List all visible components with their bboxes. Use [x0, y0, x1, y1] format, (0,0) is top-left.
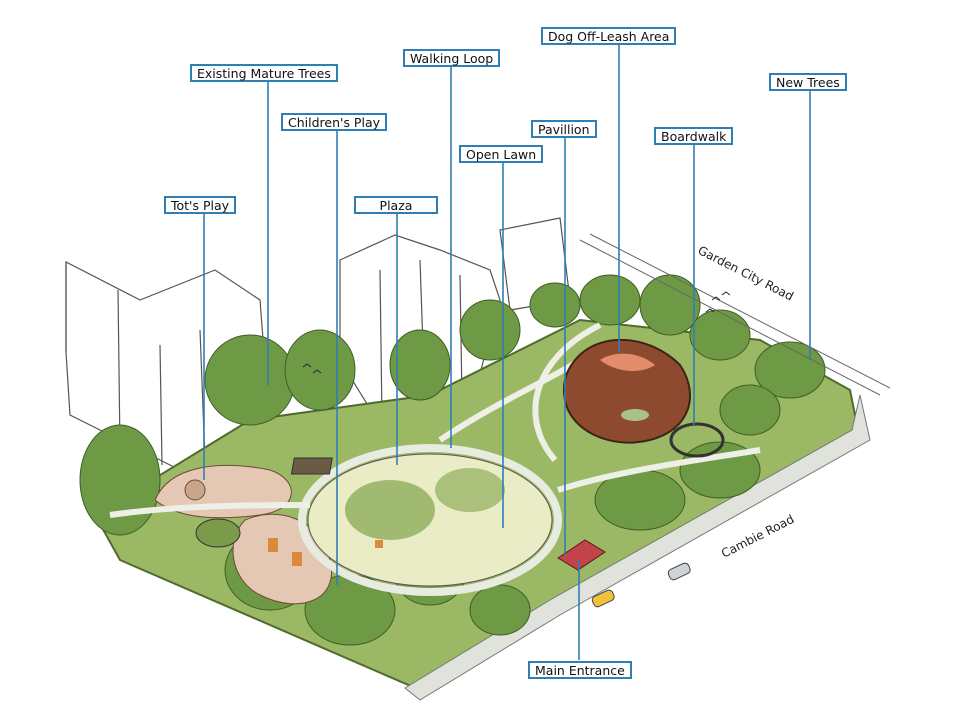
- callout-tots-play: Tot's Play: [164, 196, 236, 214]
- callout-new-trees: New Trees: [769, 73, 847, 91]
- callout-walking-loop: Walking Loop: [403, 49, 500, 67]
- plaza-structure: [291, 458, 332, 474]
- callout-childrens-play: Children's Play: [281, 113, 387, 131]
- callout-main-entrance: Main Entrance: [528, 661, 632, 679]
- callout-plaza: Plaza: [354, 196, 438, 214]
- car-grey: [667, 562, 692, 581]
- callout-existing-mature-trees: Existing Mature Trees: [190, 64, 338, 82]
- garden-city-road-label: Garden City Road: [696, 243, 796, 303]
- gathering-circle: [196, 519, 240, 547]
- callout-boardwalk: Boardwalk: [654, 127, 733, 145]
- callout-open-lawn: Open Lawn: [459, 145, 543, 163]
- callout-dog-off-leash-area: Dog Off-Leash Area: [541, 27, 676, 45]
- cambie-road-label: Cambie Road: [719, 512, 796, 561]
- callout-pavillion: Pavillion: [531, 120, 597, 138]
